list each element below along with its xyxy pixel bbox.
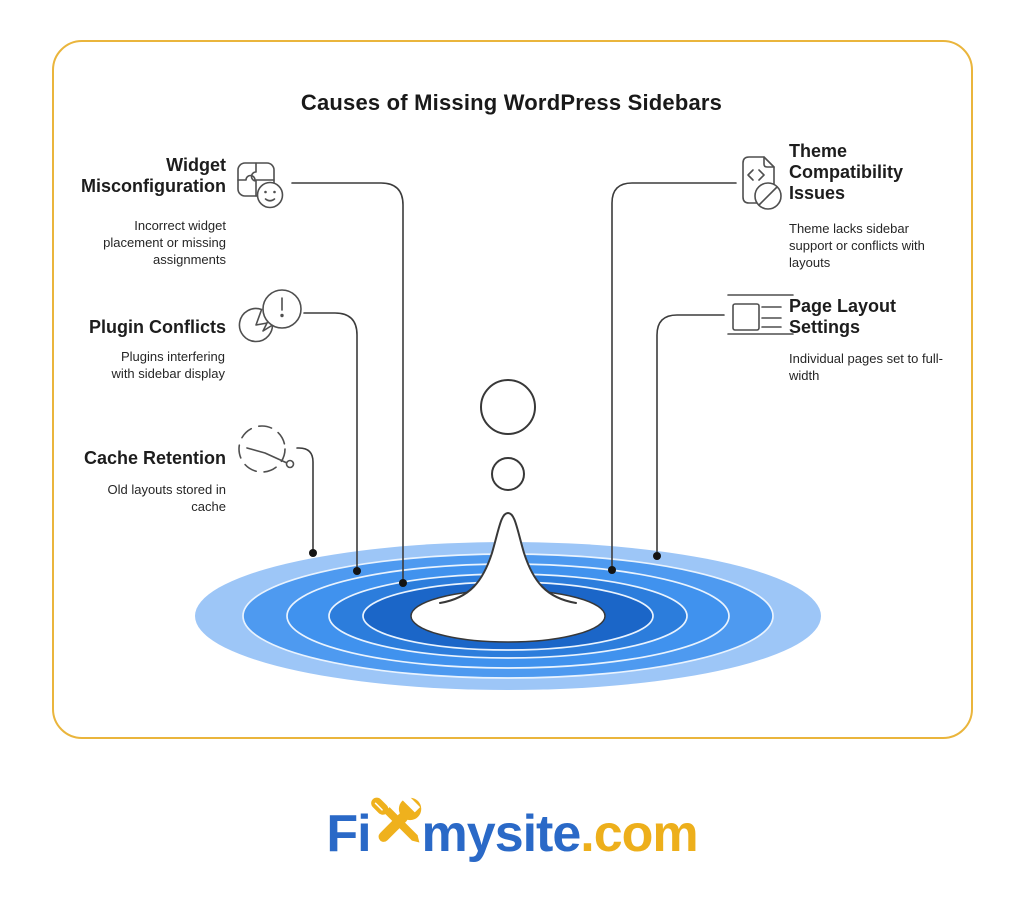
cause-description-cache-retention: Old layouts stored in cache (107, 482, 226, 514)
connector-theme-compatibility (611, 182, 737, 567)
connector-dot-page-layout (653, 552, 661, 560)
connector-dot-plugin-conflicts (353, 567, 361, 575)
cause-heading-cache-retention: Cache Retention (83, 448, 226, 468)
connector-dot-widget-misconfiguration (399, 579, 407, 587)
page-layout-icon (727, 294, 794, 335)
cause-heading-plugin-conflicts: Plugin Conflicts (89, 317, 226, 337)
brand-logo[interactable]: Fi mysite .com (0, 793, 1024, 860)
brand-suffix: .com (580, 805, 698, 863)
connector-plugin-conflicts (303, 312, 358, 568)
connector-cache-retention (296, 447, 314, 550)
page-title: Causes of Missing WordPress Sidebars (300, 90, 723, 115)
splash-crown-fill (440, 513, 576, 606)
crossed-wrench-screwdriver-icon (370, 793, 421, 843)
brand-prefix: Fi (326, 805, 371, 863)
splash-crown (439, 511, 577, 604)
connector-widget-misconfiguration (291, 182, 404, 580)
code-document-ban-icon (742, 156, 782, 210)
cause-heading-theme-compatibility: Theme Compatibility Issues (789, 141, 904, 203)
cause-description-theme-compatibility: Theme lacks sidebar support or conflicts… (789, 221, 925, 270)
pie-alert-bubble-icon (238, 289, 302, 343)
brand-middle: mysite (421, 805, 582, 863)
puzzle-smiley-icon (237, 162, 284, 209)
connector-dot-theme-compatibility (608, 566, 616, 574)
connector-dot-cache-retention (309, 549, 317, 557)
cause-description-widget-misconfiguration: Incorrect widget placement or missing as… (103, 218, 226, 267)
cause-heading-widget-misconfiguration: Widget Misconfiguration (81, 155, 226, 196)
droplet-large (480, 379, 536, 435)
connector-page-layout (656, 314, 725, 553)
dashed-clock-icon (238, 425, 295, 473)
cause-description-plugin-conflicts: Plugins interfering with sidebar display (111, 349, 225, 381)
cause-description-page-layout: Individual pages set to full-width (789, 351, 943, 383)
droplet-small (491, 457, 525, 491)
cause-heading-page-layout: Page Layout Settings (789, 296, 897, 337)
